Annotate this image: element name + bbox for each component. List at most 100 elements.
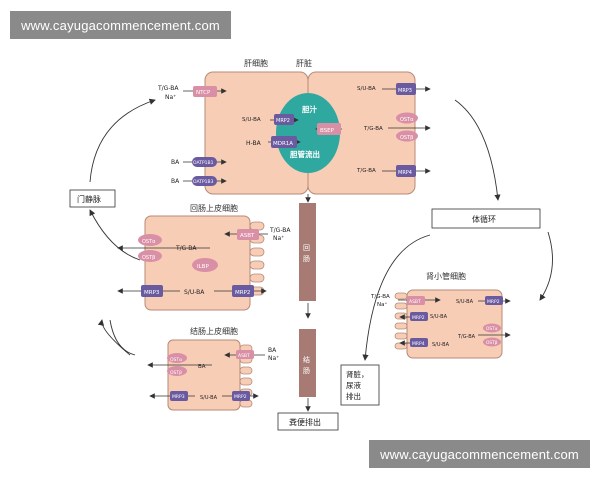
mrp2-kidney-label-left: MRP2 (412, 315, 425, 321)
asbt-colon-label: ASBT (238, 353, 250, 359)
asbt-ileum-transporter (237, 229, 259, 240)
systemic-to-excretion-arrow (362, 234, 431, 361)
ost-b-colon-transporter (167, 366, 187, 376)
oatp1b3-transporter (192, 176, 217, 186)
kidney-su-ba-label: S/U-BA (456, 299, 474, 305)
portal-vein-arrow (89, 98, 156, 183)
mrp4-liver-transporter (396, 165, 416, 177)
ost-b-kidney-transporter (483, 337, 501, 347)
ost-b-colon-label: OSTβ (170, 370, 182, 376)
ost-a-ileum-label: OSTα (142, 239, 156, 245)
intestine-colon-char-2: 肠 (303, 366, 310, 375)
ileum-na-label: Na⁺ (273, 235, 284, 242)
ileum-microvilli (249, 221, 265, 296)
colon-cell-label: 结肠上皮细胞 (190, 326, 238, 336)
kidney-excretion-line-1: 肾脏， (346, 369, 369, 379)
mrp4-kidney-transporter (410, 338, 428, 347)
colon-ba-label: BA (268, 347, 277, 354)
mrp4-liver-label: MRP4 (398, 170, 412, 176)
bile-flow-label: 胆管流出 (290, 149, 320, 159)
ost-a-ileum-transporter (138, 234, 162, 246)
oatp1b1-label: OATP1B1 (193, 160, 214, 166)
systemic-to-kidney-arrow (539, 231, 553, 301)
liver-to-systemic-arrow (454, 99, 501, 201)
feces-box (277, 412, 339, 431)
ost-a-liver-label: OSTα (400, 117, 414, 123)
kidney-tg-ba-label: T/G-BA (370, 294, 390, 300)
colon-to-portal-arrow (97, 319, 131, 356)
liver-na-label: Na⁺ (165, 94, 176, 101)
ost-a-kidney-transporter (483, 323, 501, 333)
mrp2-kidney-transporter-left (410, 312, 428, 321)
ost-b-kidney-label: OSTβ (486, 340, 498, 346)
ost-a-kidney-label: OSTα (486, 326, 498, 332)
colon-to-ileum-arrow (109, 319, 136, 356)
mrp3-ileum-label: MRP3 (144, 290, 160, 296)
bile-canaliculus (276, 93, 340, 173)
ost-a-colon-transporter (167, 353, 187, 363)
liver-organ-label: 肝脏 (296, 58, 312, 68)
ost-a-colon-label: OSTα (170, 357, 182, 363)
intestine-colon-char-1: 结 (303, 355, 310, 364)
mrp3-colon-label: MRP3 (172, 394, 185, 400)
asbt-kidney-transporter (407, 296, 425, 305)
ileum-su-ba-label: S/U-BA (184, 289, 205, 296)
mrp3-colon-transporter (170, 391, 188, 401)
mrp2-kidney-label-right: MRP2 (487, 299, 500, 305)
ileum-to-portal-arrow (89, 209, 141, 261)
kidney-excretion-line-3: 排出 (346, 391, 361, 401)
ileum-cell-label: 回肠上皮细胞 (190, 203, 238, 213)
mrp3-liver-label: MRP3 (398, 88, 412, 94)
bile-label: 胆汁 (302, 104, 317, 114)
kidney-su-ba-label-3: S/U-BA (432, 342, 450, 348)
feces-label: 粪便排出 (289, 417, 321, 427)
mrp2-colon-label: MRP2 (234, 394, 247, 400)
mrp2-label: MRP2 (276, 118, 290, 124)
intestine-ileum-char-1: 回 (303, 244, 310, 252)
intestine-ileum-label: 回肠 (0, 0, 2, 1)
liver-right-tg-ba-label-2: T/G-BA (356, 168, 376, 174)
intestine-ileum-char-2: 肠 (303, 254, 310, 263)
liver-ba-label-1: BA (171, 159, 180, 166)
colon-na-label: Na⁺ (268, 355, 279, 362)
liver-h-ba-label: H-BA (246, 140, 262, 147)
mrp3-ileum-transporter (141, 285, 163, 297)
oatp1b1-transporter (192, 157, 217, 167)
watermark-bottom: www.cayugacommencement.com (369, 440, 590, 468)
asbt-kidney-label: ASBT (409, 299, 421, 305)
ntcp-label: NTCP (196, 90, 211, 96)
liver-su-ba-label: S/U-BA (242, 117, 261, 123)
kidney-microvilli (394, 292, 408, 350)
mrp3-liver-transporter (396, 83, 416, 95)
kidney-su-ba-label-2: S/U-BA (430, 314, 448, 320)
liver-tg-ba-label: T/G-BA (157, 85, 179, 92)
kidney-cell-label: 肾小管细胞 (426, 271, 466, 281)
mrp4-kidney-label: MRP4 (412, 341, 425, 347)
intestine-colon-label: 结肠 (0, 0, 2, 1)
portal-vein-label: 门静脉 (77, 194, 101, 204)
bsep-label: BSEP (320, 128, 335, 134)
liver-right-tg-ba-label: T/G-BA (363, 126, 383, 132)
liver-cell-label: 肝细胞 (244, 58, 268, 68)
ileum-tg-ba-label-2: T/G-BA (175, 245, 197, 252)
ost-b-ileum-label: OSTβ (142, 255, 155, 261)
ilbp-label: ILBP (197, 264, 209, 270)
mdr1a-transporter (271, 136, 297, 148)
ost-a-liver-transporter (396, 112, 418, 124)
kidney-cell (406, 289, 503, 359)
systemic-box (431, 208, 541, 229)
liver-ba-label-2: BA (171, 178, 180, 185)
systemic-label: 体循环 (472, 214, 496, 224)
ost-b-liver-label: OSTβ (400, 135, 413, 141)
liver-right-su-ba-label: S/U-BA (357, 86, 376, 92)
colon-su-ba-label: S/U-BA (200, 395, 218, 401)
oatp1b3-label: OATP1B3 (193, 179, 214, 185)
mrp2-ileum-transporter (232, 285, 254, 297)
kidney-tg-ba-label-2: T/G-BA (457, 334, 476, 340)
ntcp-transporter (193, 86, 217, 97)
ilbp-protein (192, 258, 218, 272)
mrp2-transporter (274, 114, 294, 125)
portal-vein-box (69, 189, 116, 208)
mrp2-kidney-transporter-right (485, 296, 503, 305)
